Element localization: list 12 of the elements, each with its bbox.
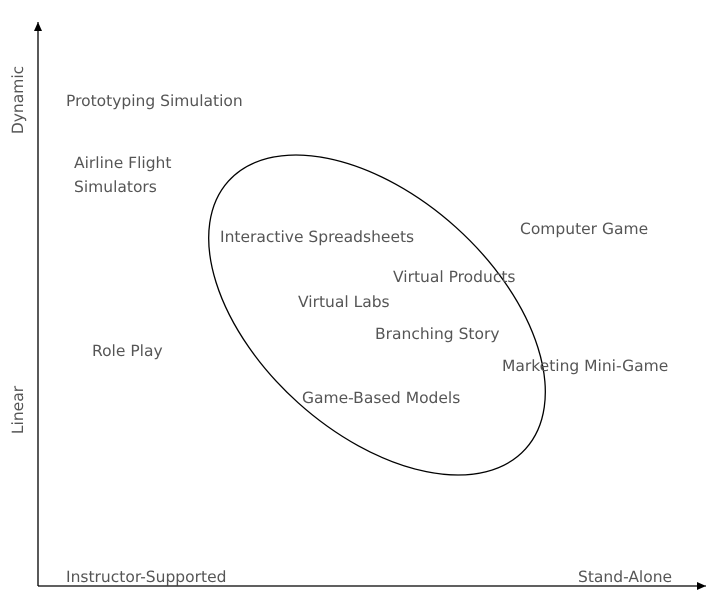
- item-label: Branching Story: [375, 324, 500, 344]
- axis-label: Instructor-Supported: [66, 567, 226, 587]
- item-label: Interactive Spreadsheets: [220, 227, 414, 247]
- axis-label: Dynamic: [8, 66, 28, 134]
- item-label: Virtual Labs: [298, 292, 390, 312]
- axis-label: Linear: [8, 386, 28, 434]
- item-label: Prototyping Simulation: [66, 91, 243, 111]
- item-label: Airline Flight Simulators: [74, 153, 172, 198]
- item-label: Game-Based Models: [302, 388, 460, 408]
- item-label: Role Play: [92, 341, 163, 361]
- item-label: Computer Game: [520, 219, 648, 239]
- axis-label: Stand-Alone: [578, 567, 672, 587]
